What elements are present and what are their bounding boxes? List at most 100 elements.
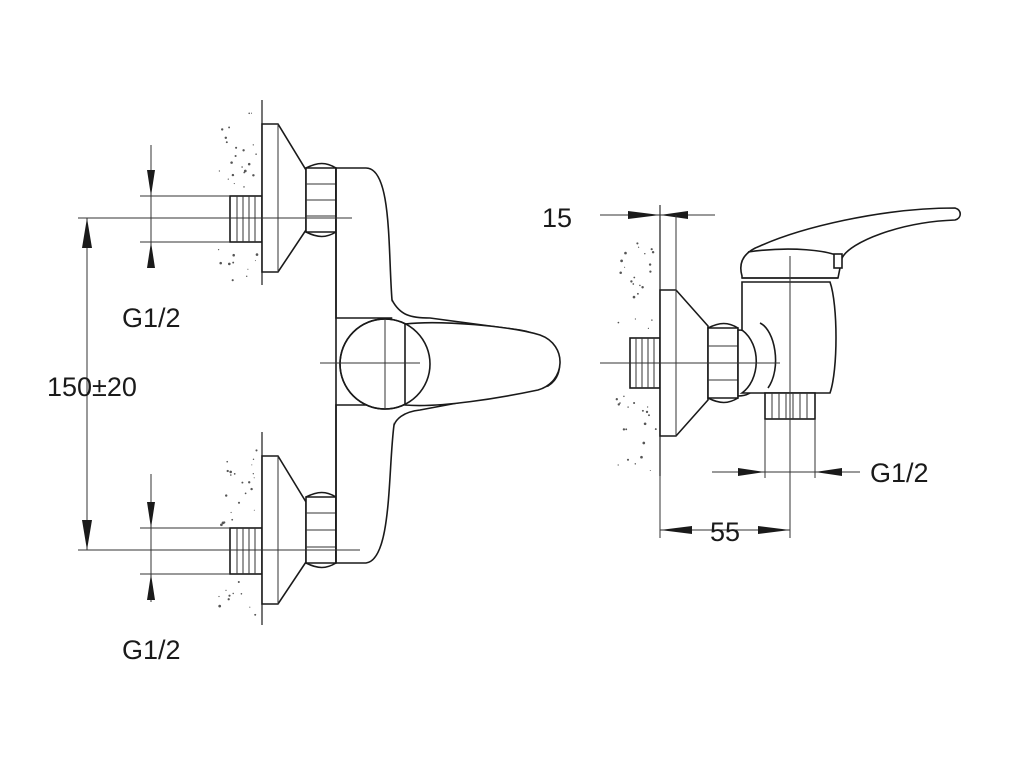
wall-texture-dot: [633, 276, 636, 279]
wall-texture-dot: [617, 321, 620, 324]
mixer-lever-side: [740, 207, 962, 279]
wall-texture-dot: [624, 266, 626, 268]
wall-texture-dot: [240, 593, 243, 595]
wall-texture-dot: [237, 580, 240, 584]
wall-texture-dot: [250, 112, 253, 114]
wall-texture-dot: [221, 128, 224, 131]
wall-texture-dot: [248, 112, 250, 115]
wall-texture-dot: [637, 246, 640, 248]
center-lines-side: [600, 256, 791, 478]
wall-texture-dot: [649, 469, 651, 472]
wall-texture-dot: [252, 458, 255, 461]
wall-texture-dot: [226, 469, 229, 473]
wall-texture-dot: [228, 126, 231, 129]
wall-texture-dot: [648, 414, 650, 417]
wall-texture-dot: [630, 280, 633, 283]
wall-texture-dot: [654, 428, 657, 431]
wall-texture-dot: [237, 501, 241, 504]
front-view: G1/2 G1/2 150±20: [47, 100, 561, 665]
mixer-body-front: [335, 167, 561, 564]
wall-texture-dot: [253, 477, 255, 479]
wall-texture-dot: [232, 253, 235, 257]
wall-texture-dot: [632, 283, 635, 285]
wall-texture-dot: [219, 261, 222, 265]
wall-texture-dot: [651, 250, 655, 254]
wall-texture-dot: [218, 170, 221, 172]
wall-texture-dot: [634, 318, 637, 320]
wall-texture-dot: [626, 458, 630, 461]
mixer-body-side: [739, 281, 837, 420]
wall-texture-dot: [247, 268, 249, 270]
wall-texture-dot: [624, 251, 627, 255]
wall-texture-dot: [252, 144, 254, 146]
wall-texture-dot: [623, 395, 625, 398]
wall-texture-dot: [230, 161, 233, 164]
wall-texture-dot: [633, 401, 636, 405]
wall-texture-dot: [642, 441, 646, 445]
wall-texture-dot: [255, 253, 259, 256]
wall-texture-dot: [243, 186, 245, 188]
wall-texture-dot: [645, 410, 649, 414]
wall-texture-dot: [622, 428, 626, 431]
wall-texture-dot: [224, 136, 228, 140]
dimension-centre-distance: [82, 218, 92, 550]
wall-section-top: [217, 100, 263, 285]
wall-texture-dot: [649, 270, 652, 273]
wall-texture-dot: [241, 481, 244, 484]
wall-texture-dot: [243, 169, 247, 173]
dimension-label-top-thread: G1/2: [122, 303, 181, 333]
wall-texture-dot: [233, 473, 236, 475]
wall-texture-dot: [255, 449, 258, 452]
wall-texture-dot: [644, 252, 646, 255]
wall-texture-dot: [227, 178, 229, 180]
wall-texture-dot: [227, 598, 230, 601]
wall-texture-dot: [228, 594, 231, 597]
center-lines-front: [78, 217, 420, 551]
wall-texture-dot: [221, 521, 225, 525]
wall-texture-dot: [641, 409, 644, 412]
wall-texture-dot: [232, 261, 235, 264]
wall-texture-dot: [248, 481, 251, 484]
wall-texture-dot: [250, 487, 253, 491]
dimension-label-wall-offset: 15: [542, 203, 572, 233]
wall-texture-dot: [218, 604, 222, 608]
dimension-label-projection: 55: [710, 517, 740, 547]
wall-texture-dot: [227, 262, 231, 266]
wall-texture-dot: [643, 422, 647, 426]
wall-texture-dot: [615, 398, 618, 401]
wall-texture-dot: [249, 606, 251, 608]
wall-texture-dot: [636, 242, 639, 245]
dimension-bottom-thread: [140, 474, 230, 602]
wall-texture-dot: [625, 428, 628, 431]
wall-texture-dot: [241, 166, 243, 168]
wall-texture-dot: [231, 518, 234, 521]
wall-texture-dot: [253, 509, 255, 511]
wall-texture-dot: [218, 595, 220, 598]
wall-texture-dot: [235, 146, 238, 149]
wall-texture-dot: [229, 470, 232, 474]
wall-texture-dot: [230, 511, 232, 514]
dimension-label-bottom-thread: G1/2: [122, 635, 181, 665]
wall-texture-dot: [634, 463, 637, 465]
wall-texture-dot: [225, 494, 228, 497]
wall-texture-dot: [617, 403, 621, 406]
wall-texture-dot: [648, 263, 652, 266]
wall-texture-dot: [641, 285, 644, 289]
wall-texture-dot: [255, 153, 257, 155]
wall-texture-dot: [217, 248, 220, 251]
wall-texture-dot: [247, 162, 251, 166]
wall-texture-dot: [619, 271, 622, 275]
wall-texture-dot: [252, 473, 254, 475]
wall-texture-dot: [231, 279, 234, 282]
wall-texture-dot: [254, 613, 257, 616]
wall-texture-dot: [619, 402, 621, 404]
dimension-label-centre-distance: 150±20: [47, 372, 137, 402]
wall-texture-dot: [229, 474, 232, 476]
wall-texture-dot: [231, 173, 235, 177]
wall-texture-dot: [640, 455, 643, 459]
dimension-outlet-thread: [712, 419, 860, 478]
wall-texture-dot: [636, 292, 639, 295]
wall-texture-dot: [244, 492, 247, 495]
wall-texture-dot: [234, 154, 237, 158]
